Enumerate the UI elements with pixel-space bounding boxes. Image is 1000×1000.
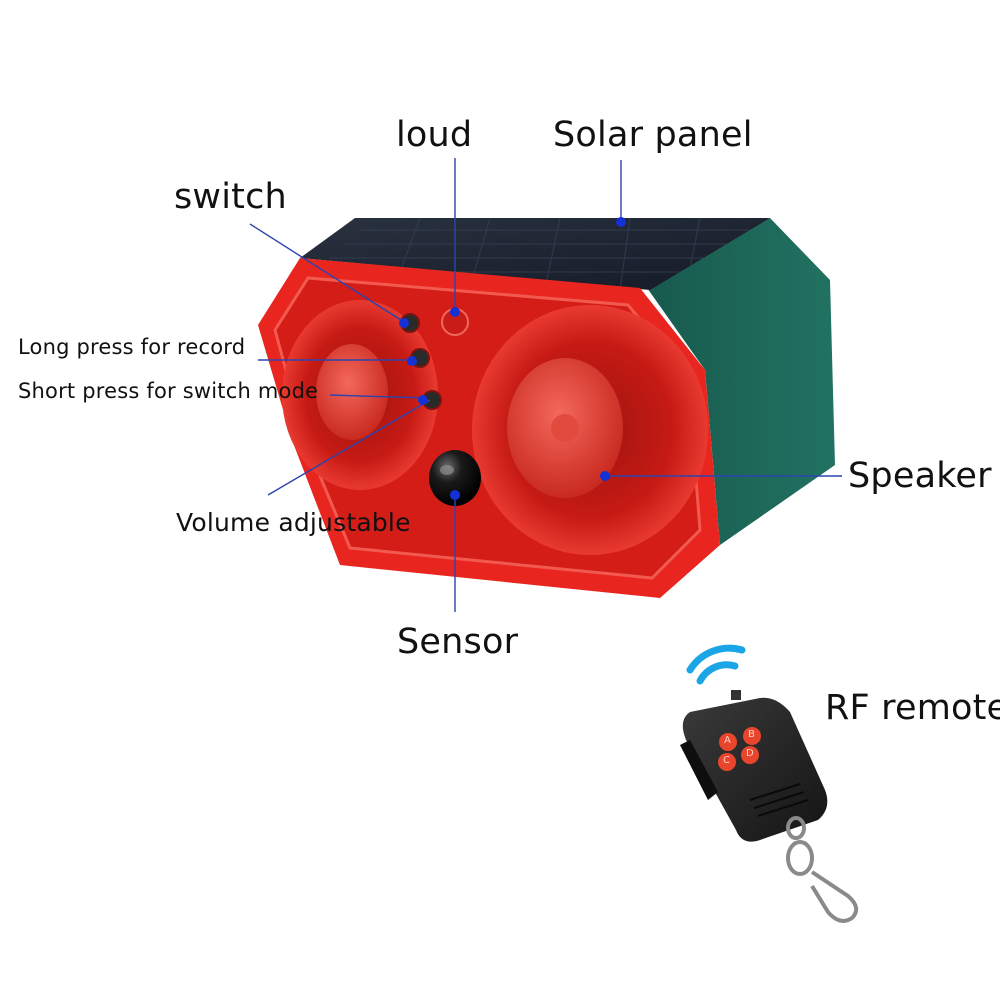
rf-remote: [680, 644, 859, 923]
label-long-press: Long press for record: [18, 335, 246, 359]
green-side-panel: [645, 218, 835, 545]
leader-dots: [399, 217, 626, 500]
label-switch: switch: [174, 177, 287, 217]
label-loud: loud: [396, 115, 473, 155]
keyring-icon: [786, 816, 859, 923]
wifi-signal-icon: [686, 644, 746, 685]
label-speaker: Speaker: [848, 456, 992, 496]
label-rf-remote: RF remote: [825, 688, 1000, 728]
label-solar-panel: Solar panel: [553, 115, 753, 155]
remote-button-a: A: [724, 735, 732, 746]
remote-buttons: [718, 727, 761, 771]
label-sensor: Sensor: [397, 622, 519, 662]
label-volume: Volume adjustable: [176, 508, 411, 537]
remote-button-b: B: [748, 729, 756, 740]
left-horn-cap: [316, 344, 388, 440]
label-short-press: Short press for switch mode: [18, 379, 319, 403]
remote-button-d: D: [746, 748, 754, 759]
pir-sensor-lens: [429, 450, 481, 506]
remote-button-c: C: [723, 755, 731, 766]
leader-lines: [249, 158, 842, 612]
alarm-device: [258, 217, 835, 598]
